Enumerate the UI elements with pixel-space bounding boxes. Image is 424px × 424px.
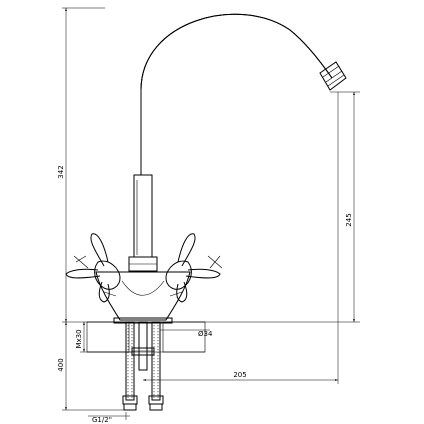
spout-height-label: 245 xyxy=(345,213,353,226)
overall-height-label: 342 xyxy=(57,165,65,178)
flexible-spout xyxy=(140,13,333,175)
right-handle xyxy=(165,233,223,303)
hole-diameter-label: Ø34 xyxy=(198,330,213,338)
total-length-label: 400 xyxy=(57,358,65,371)
spout-reach-label: 205 xyxy=(233,371,246,379)
dimension-lines xyxy=(62,7,360,420)
mounting-thread-label: Mx30 xyxy=(75,329,83,348)
left-handle xyxy=(65,233,121,303)
mounting-stud xyxy=(131,321,155,371)
flexible-hose-left xyxy=(122,321,138,411)
faucet-body xyxy=(95,174,191,324)
connection-thread-label: G1/2" xyxy=(92,416,112,424)
flexible-hose-right xyxy=(148,321,164,411)
spout-nozzle xyxy=(319,61,347,91)
